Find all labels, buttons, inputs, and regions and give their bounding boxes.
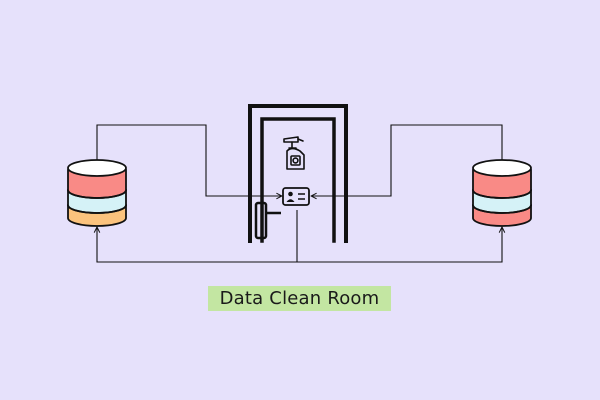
connector-room-to-left	[97, 210, 298, 263]
connector-right-to-badge	[311, 124, 503, 196]
connector-left-to-badge	[96, 124, 282, 196]
door-handle-icon	[254, 201, 281, 240]
doorway-icon	[248, 104, 348, 243]
spray-bottle-icon	[283, 136, 305, 170]
right-database-icon	[472, 159, 532, 227]
left-database-icon	[67, 159, 127, 227]
id-badge-icon	[282, 187, 310, 206]
diagram-caption: Data Clean Room	[208, 286, 391, 311]
connector-room-to-right	[297, 227, 502, 263]
connectors	[96, 124, 503, 263]
